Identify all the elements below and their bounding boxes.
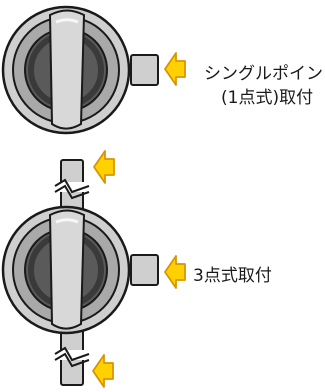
- knob-highlight: [55, 18, 79, 24]
- arrow-icon: [164, 52, 186, 86]
- knob-grip: [48, 209, 86, 330]
- knob-highlight: [55, 218, 79, 224]
- break-mark-icon: [54, 346, 90, 368]
- knob-grip: [48, 9, 86, 130]
- single-point-label-line1: シングルポイント: [204, 64, 325, 84]
- side-bracket: [130, 54, 159, 86]
- arrow-icon: [93, 150, 115, 184]
- arrow-icon: [92, 354, 114, 388]
- three-point-unit: [1, 159, 159, 386]
- single-point-unit: [1, 5, 159, 135]
- break-mark-icon: [54, 178, 90, 200]
- single-point-label-line2: (1点式)取付: [221, 88, 314, 108]
- side-bracket: [130, 254, 159, 286]
- three-point-label: 3点式取付: [193, 266, 272, 286]
- arrow-icon: [164, 255, 186, 289]
